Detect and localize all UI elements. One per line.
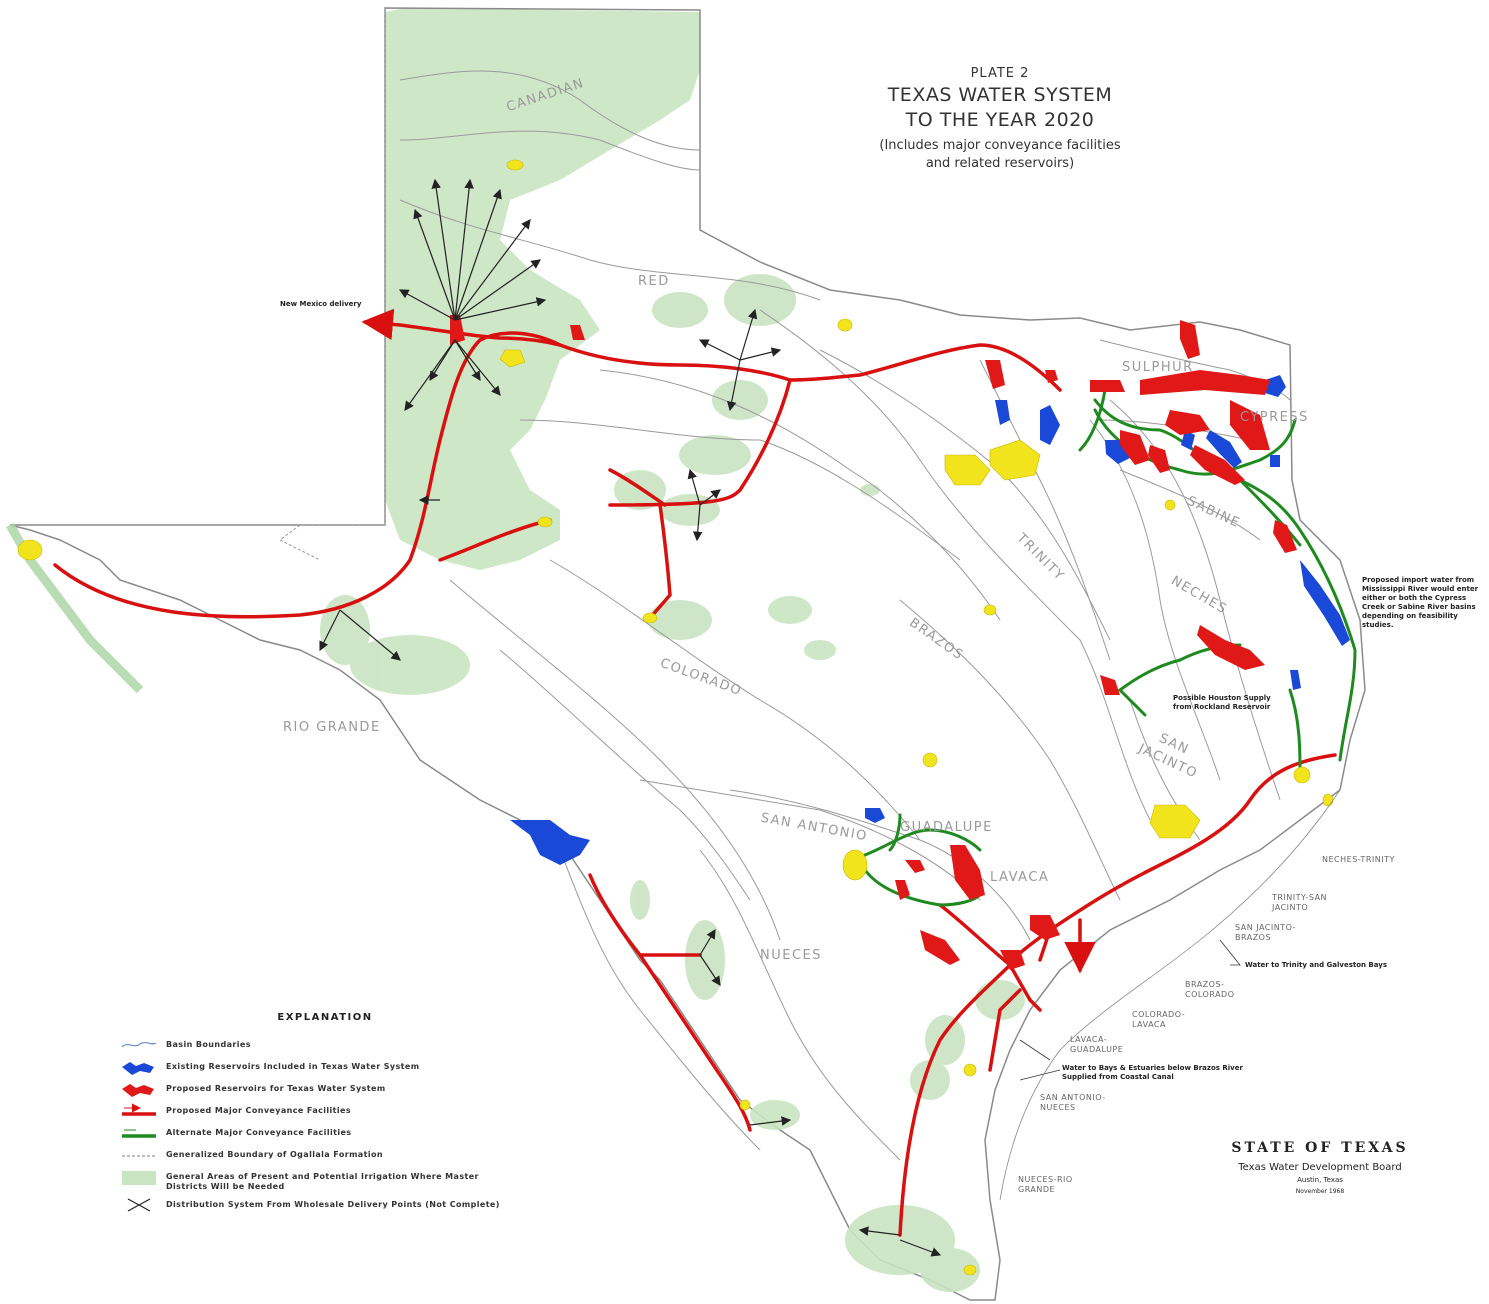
legend-item: Basin Boundaries [120,1037,560,1059]
basin-boundaries [399,70,1291,1161]
coastal-label-trinity-san-jacinto: TRINITY-SAN JACINTO [1272,893,1328,912]
bays-estuaries-note: Water to Bays & Estuaries below Brazos R… [1062,1064,1243,1081]
map-subtitle: (Includes major conveyance facilities an… [879,138,1121,171]
coastal-label-san-antonio-nueces: SAN ANTONIO-NUECES [1040,1093,1106,1112]
existing-reservoirs [510,375,1350,865]
basin-label-guadalupe: GUADALUPE [900,820,993,835]
agency-name: Texas Water Development Board [1238,1162,1402,1173]
basin-label-rio-grande: RIO GRANDE [283,720,381,735]
houston-supply-note: Possible Houston Supply from Rockland Re… [1173,694,1271,711]
basin-boundary-icon [121,1041,157,1048]
coastal-label-san-jacinto-brazos: SAN JACINTO-BRAZOS [1235,923,1296,942]
ogallala-irrigation-area [385,8,700,570]
legend-item: Proposed Major Conveyance Facilities [120,1103,560,1125]
coastal-label-lavaca-guadalupe: LAVACA-GUADALUPE [1070,1035,1124,1054]
proposed-reservoirs [450,315,1297,970]
legend-item: Generalized Boundary of Ogallala Formati… [120,1147,560,1169]
legend-item: Alternate Major Conveyance Facilities [120,1125,560,1147]
agency-city: Austin, Texas [1297,1176,1343,1184]
map-title-line1: TEXAS WATER SYSTEM [887,84,1113,106]
distribution-arrows [319,178,942,1257]
existing-reservoir-icon [122,1062,154,1075]
import-water-note: Proposed import water from Mississippi R… [1362,576,1479,629]
proposed-reservoir-icon [122,1084,154,1097]
publisher-block: STATE OF TEXAS Texas Water Development B… [1220,1140,1420,1195]
ogallala-boundary [279,524,385,561]
trinity-galveston-note: Water to Trinity and Galveston Bays [1245,961,1388,969]
delivery-points [17,159,1334,1276]
state-title: STATE OF TEXAS [1231,1140,1409,1156]
basin-label-red: RED [638,274,670,289]
basin-label-sulphur: SULPHUR [1122,360,1194,375]
basin-label-lavaca: LAVACA [990,870,1050,885]
coastal-label-nueces-rio-grande: NUECES-RIO GRANDE [1018,1175,1073,1194]
legend-item: Distribution System From Wholesale Deliv… [120,1197,560,1219]
coastal-label-brazos-colorado: BRAZOS-COLORADO [1185,980,1235,999]
basin-label-cypress: CYPRESS [1240,410,1309,425]
legend-item: Proposed Reservoirs for Texas Water Syst… [120,1081,560,1103]
basin-label-nueces: NUECES [760,948,822,963]
plate-number: PLATE 2 [970,66,1030,81]
ogallala-boundary-icon [122,1155,156,1157]
alternate-conveyance-icon [122,1129,156,1138]
map-title-line2: TO THE YEAR 2020 [905,109,1095,131]
coastal-label-colorado-lavaca: COLORADO-LAVACA [1132,1010,1186,1029]
new-mexico-delivery-note: New Mexico delivery [280,300,362,308]
legend-item: Existing Reservoirs Included in Texas Wa… [120,1059,560,1081]
irrigation-area-icon [122,1171,156,1185]
proposed-conveyance-icon [122,1103,156,1116]
publication-date: November 1968 [1295,1188,1345,1195]
proposed-conveyance-lines [53,308,1337,1237]
map-title-block: PLATE 2 TEXAS WATER SYSTEM TO THE YEAR 2… [870,66,1130,173]
distribution-arrows-icon [127,1198,151,1212]
map-legend: EXPLANATION Basin Boundaries Existing Re… [120,1012,560,1219]
legend-item: General Areas of Present and Potential I… [120,1169,560,1197]
legend-title: EXPLANATION [277,1012,373,1023]
coastal-label-neches-trinity: NECHES-TRINITY [1322,855,1395,864]
bay-delivery-lines [1019,939,1241,1081]
